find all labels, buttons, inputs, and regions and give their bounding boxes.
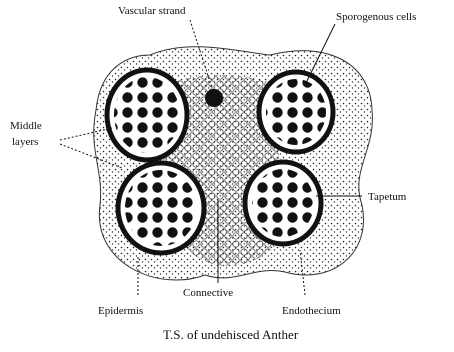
pollen-sac-bottom-left xyxy=(118,163,204,253)
label-middle-layers-line1: Middle xyxy=(10,120,42,132)
pollen-sac-top-right xyxy=(259,72,333,152)
label-epidermis: Epidermis xyxy=(98,305,143,317)
label-connective: Connective xyxy=(183,287,233,299)
pollen-sac-top-left xyxy=(107,70,187,160)
diagram-caption: T.S. of undehisced Anther xyxy=(163,327,299,342)
label-vascular-strand: Vascular strand xyxy=(118,5,186,17)
label-endothecium: Endothecium xyxy=(282,305,341,317)
vascular-strand xyxy=(205,89,223,107)
label-tapetum: Tapetum xyxy=(368,191,407,203)
pollen-sac-bottom-right xyxy=(245,162,321,244)
label-middle-layers-line2: layers xyxy=(12,136,38,148)
label-sporogenous-cells: Sporogenous cells xyxy=(336,11,416,23)
